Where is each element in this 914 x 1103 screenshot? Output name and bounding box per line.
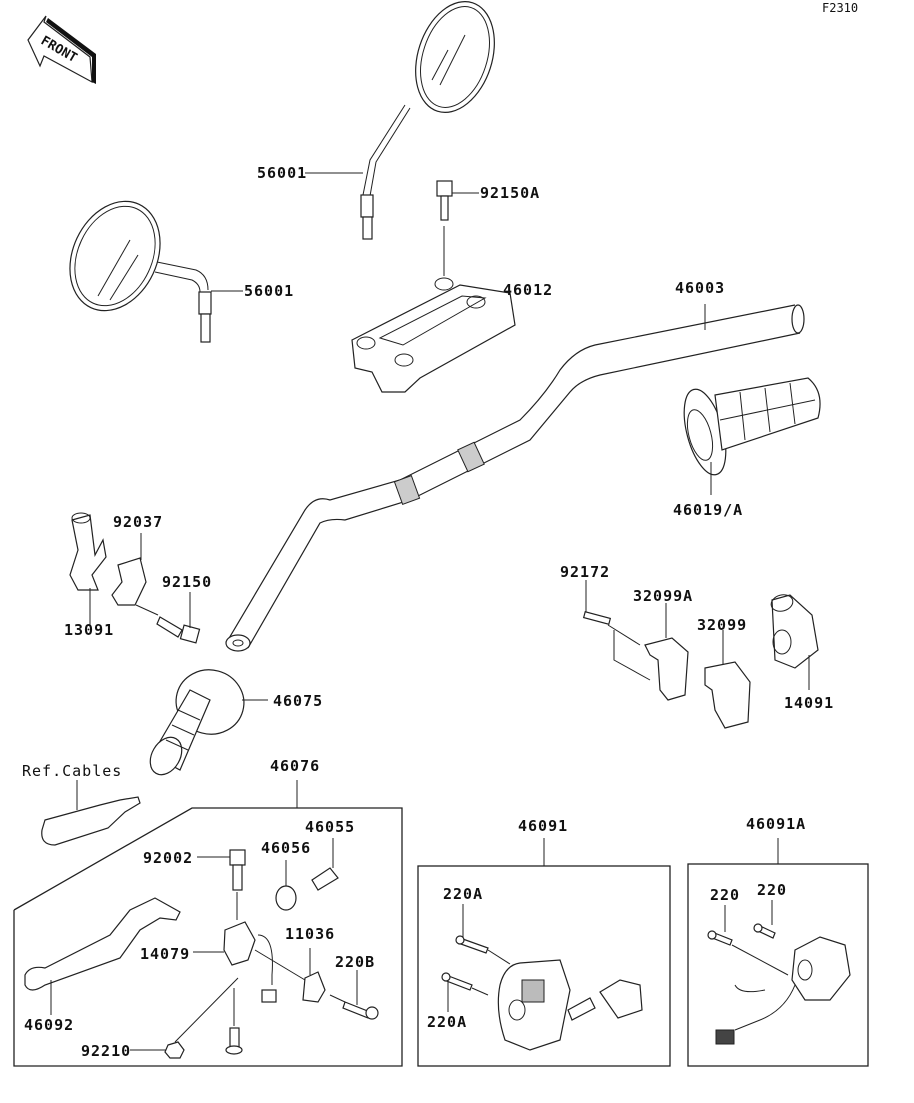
mirror-right	[360, 0, 495, 240]
handlebar	[225, 304, 805, 652]
callout-14079: 14079	[140, 945, 191, 963]
callout-220-right: 220	[757, 881, 788, 899]
leader-92150a	[452, 192, 479, 194]
callout-220b: 220B	[335, 953, 376, 971]
callout-32099a: 32099A	[633, 587, 694, 605]
right-switch-box	[687, 838, 869, 1067]
callout-92172: 92172	[560, 563, 611, 581]
callout-220a-lower: 220A	[427, 1013, 468, 1031]
left-switch-box	[417, 838, 671, 1067]
throttle-housing-assembly	[582, 580, 819, 729]
callout-92150a: 92150A	[480, 184, 541, 202]
cable-reference	[41, 780, 141, 846]
mirror-holder-assembly	[69, 512, 201, 644]
callout-32099: 32099	[697, 616, 748, 634]
callout-56001-right-mirror: 56001	[257, 164, 308, 182]
mirror-left	[69, 200, 212, 343]
clutch-lever-box	[13, 780, 403, 1067]
handlebar-holder	[351, 277, 516, 393]
callout-46075: 46075	[273, 692, 324, 710]
bolt-92150a	[436, 180, 453, 276]
callout-46003: 46003	[675, 279, 726, 297]
callout-11036: 11036	[285, 925, 336, 943]
callout-46012: 46012	[503, 281, 554, 299]
callout-46056: 46056	[261, 839, 312, 857]
callout-92037: 92037	[113, 513, 164, 531]
callout-46019a: 46019/A	[673, 501, 744, 519]
figure-code: F2310	[822, 1, 859, 15]
leader-56001-left	[211, 290, 243, 292]
callout-92150: 92150	[162, 573, 213, 591]
callout-92002: 92002	[143, 849, 194, 867]
callout-46091: 46091	[518, 817, 569, 835]
front-arrow-icon: FRONT	[27, 15, 96, 84]
callout-14091: 14091	[784, 694, 835, 712]
leader-56001-right	[305, 172, 363, 174]
callout-46076: 46076	[270, 757, 321, 775]
callout-46091a: 46091A	[746, 815, 807, 833]
callout-46092: 46092	[24, 1016, 75, 1034]
throttle-grip	[683, 377, 821, 495]
left-grip	[149, 669, 268, 776]
callout-220-left: 220	[710, 886, 741, 904]
callout-46055: 46055	[305, 818, 356, 836]
callout-220a-upper: 220A	[443, 885, 484, 903]
callout-13091: 13091	[64, 621, 115, 639]
callout-92210: 92210	[81, 1042, 132, 1060]
reference-note-cables: Ref.Cables	[22, 762, 123, 780]
callout-56001-left-mirror: 56001	[244, 282, 295, 300]
